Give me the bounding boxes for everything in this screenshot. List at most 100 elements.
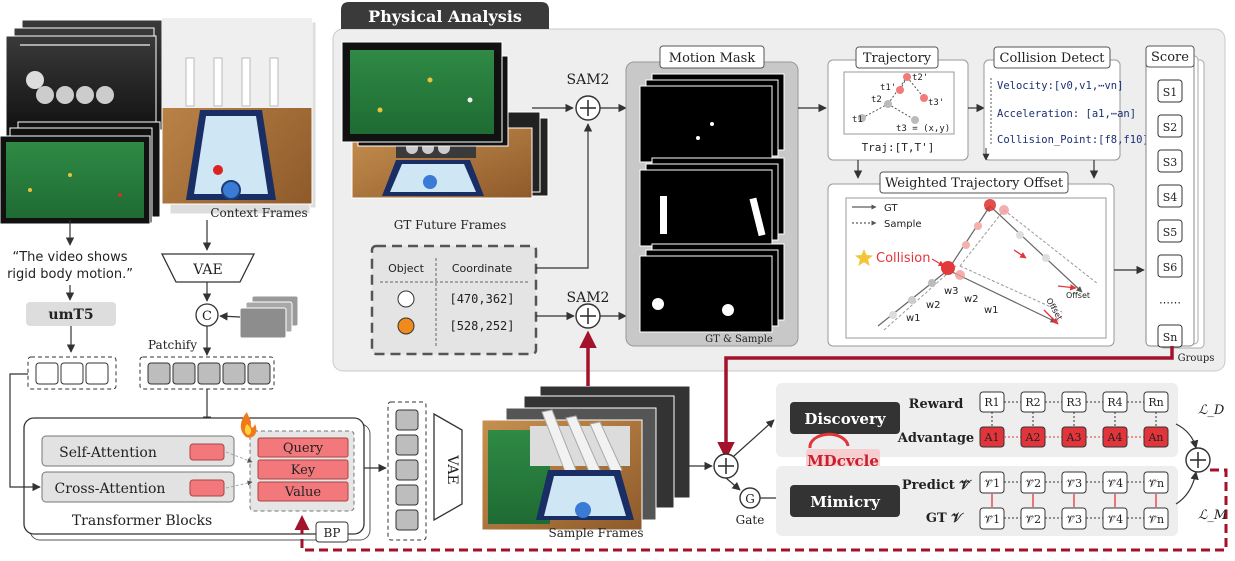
sam2-top-label: SAM2	[567, 72, 610, 88]
weight-w1-a: w1	[906, 313, 921, 324]
predict-box	[1143, 471, 1169, 494]
predict-label-item: 𝒱̂3	[1066, 477, 1082, 490]
predict-label-item: 𝒱̂1	[984, 477, 1000, 490]
traj-label-t3p: t3'	[928, 98, 944, 108]
sample-frames-label: Sample Frames	[548, 526, 643, 540]
patch-token	[172, 362, 196, 385]
cross-attention-box	[41, 471, 235, 503]
gt-label-item: 𝒱̂1	[984, 513, 1000, 526]
gt-label-item: 𝒱̂n	[1148, 513, 1164, 526]
reward-label: Reward	[909, 397, 964, 412]
traj-label-t1: t1	[852, 115, 863, 125]
physical-analysis-tab	[341, 2, 549, 29]
traj-caption: Traj:[T,T']	[862, 141, 935, 154]
value-box	[257, 481, 349, 502]
umt5-box	[26, 302, 116, 326]
gt-label-item: 𝒱̂3	[1066, 513, 1082, 526]
gt-and-sample-label: GT & Sample	[705, 334, 773, 345]
weight-w1-b: w1	[984, 305, 999, 316]
patch-token	[147, 362, 171, 385]
weight-w3: w3	[944, 286, 959, 297]
gt-future-frames-label: GT Future Frames	[394, 218, 507, 232]
discovery-box	[790, 402, 900, 434]
score-to-fusion-arrow	[717, 346, 1174, 460]
object-white-ball	[397, 290, 415, 308]
score-title-box	[1145, 45, 1195, 68]
noise-latent-stack	[239, 295, 299, 339]
traj-label-t1p: t1'	[880, 83, 896, 93]
legend-gt: GT	[884, 203, 898, 214]
traj-label-t3: t3 = (x,y)	[896, 124, 950, 134]
mdcycle-badge	[806, 449, 880, 471]
score-title: Score	[1151, 50, 1189, 65]
mdcycle-label: MDcycle	[807, 452, 879, 470]
discovery-label: Discovery	[804, 410, 886, 428]
fire-icon	[240, 412, 257, 438]
score-ellipsis: ⋯⋯	[1159, 296, 1181, 309]
predict-label-item: 𝒱̂4	[1107, 477, 1123, 490]
output-token	[395, 509, 419, 531]
vae-encoder-left	[160, 253, 256, 283]
sam2-bottom-label: SAM2	[567, 290, 610, 306]
text-token-group	[27, 356, 117, 390]
star-icon	[855, 249, 873, 266]
score-item-box	[1157, 79, 1183, 103]
text-token	[60, 362, 84, 385]
text-token	[85, 362, 109, 385]
mimicry-label: Mimicry	[810, 493, 881, 511]
context-frames-label: Context Frames	[210, 206, 307, 220]
patchify-label: Patchify	[148, 338, 197, 352]
trajectory-title: Trajectory	[863, 51, 932, 66]
gt-box	[1143, 507, 1169, 530]
mask-frames-2	[639, 157, 785, 247]
key-box	[257, 459, 349, 480]
groups-label: Groups	[1178, 353, 1215, 364]
gate-symbol: G	[745, 492, 755, 506]
traj-label-t2: t2	[871, 95, 882, 105]
offset-label-1: Offset	[1066, 291, 1090, 300]
score-item-box	[1157, 149, 1183, 173]
mimicry-box	[790, 485, 900, 517]
cross-attention-lora	[189, 479, 225, 497]
self-attention-label: Self-Attention	[59, 445, 157, 461]
output-token-group	[387, 401, 427, 541]
score-item-label: S6	[1163, 261, 1178, 274]
patch-token	[197, 362, 221, 385]
coordinate-value: [470,362]	[449, 292, 514, 306]
predict-label-item: 𝒱̂n	[1148, 477, 1164, 490]
traj-label-t2p: t2'	[912, 73, 928, 83]
backprop-loop	[294, 468, 1228, 552]
acceleration-text: Acceleration: [a1,⋯an]	[997, 108, 1136, 120]
coordinate-value: [528,252]	[449, 319, 514, 333]
concat-symbol: C	[202, 309, 212, 324]
reward-label-item: R2	[1025, 396, 1040, 409]
velocity-text: Velocity:[v0,v1,⋯vn]	[997, 80, 1123, 92]
text-token	[35, 362, 59, 385]
reward-label-item: Rn	[1148, 396, 1163, 409]
bp-badge	[315, 521, 349, 543]
score-item-box	[1157, 324, 1183, 348]
physical-analysis-title: Physical Analysis	[368, 7, 522, 26]
score-item-label: S1	[1163, 86, 1178, 99]
self-attention-box	[41, 435, 235, 467]
gt-label-item: 𝒱̂2	[1025, 513, 1041, 526]
offset-title: Weighted Trajectory Offset	[885, 176, 1064, 191]
caption-line-1: “The video shows	[12, 250, 127, 265]
patch-token	[247, 362, 271, 385]
score-item-box	[1157, 114, 1183, 138]
gt-label-item: 𝒱̂4	[1107, 513, 1123, 526]
collision-point-text: Collision_Point:[f8,f10]	[997, 134, 1149, 146]
vae-decoder	[433, 412, 463, 522]
reward-label-item: R1	[984, 396, 999, 409]
gate-label: Gate	[736, 513, 765, 527]
trajectory-title-box	[855, 46, 939, 69]
vae-left-label: VAE	[192, 262, 223, 278]
score-item-box	[1157, 219, 1183, 243]
collision-label: Collision	[876, 251, 930, 266]
gt-label: GT 𝒱	[926, 511, 964, 526]
context-frames-stack	[0, 17, 317, 225]
umt5-label: umT5	[48, 307, 93, 323]
weight-w2-a: w2	[926, 300, 941, 311]
